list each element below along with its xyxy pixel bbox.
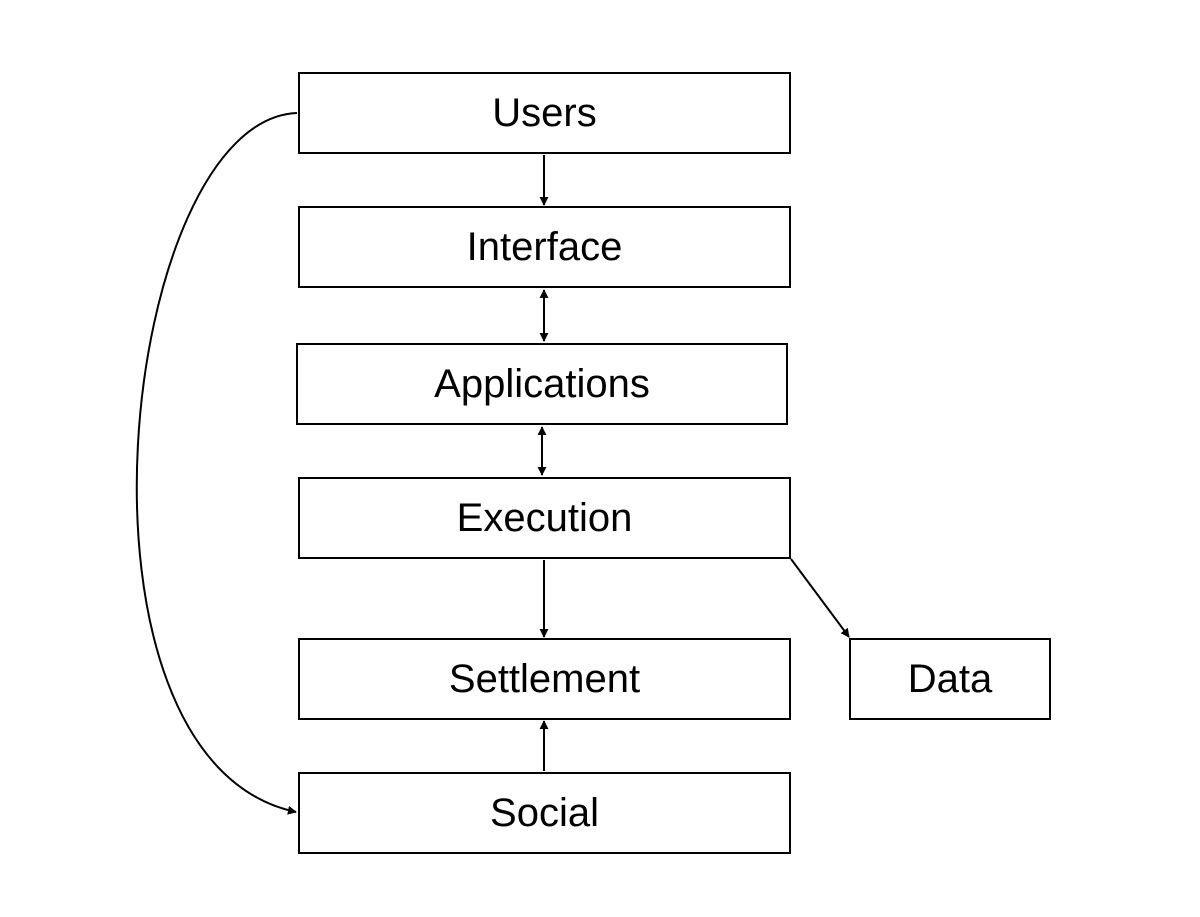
node-users: Users <box>298 72 791 154</box>
arrow-users-to-social-curve <box>135 112 298 815</box>
node-execution-label: Execution <box>456 495 633 540</box>
node-settlement-label: Settlement <box>448 656 641 701</box>
node-settlement: Settlement <box>298 638 791 720</box>
node-interface: Interface <box>298 206 791 288</box>
node-social-label: Social <box>490 790 599 835</box>
node-data: Data <box>849 638 1051 720</box>
node-applications: Applications <box>296 343 788 425</box>
node-data-label: Data <box>907 656 993 701</box>
node-applications-label: Applications <box>434 361 650 406</box>
node-users-label: Users <box>492 90 597 135</box>
node-execution: Execution <box>298 477 791 559</box>
arrow-execution-to-data <box>790 558 850 638</box>
node-social: Social <box>298 772 791 854</box>
node-interface-label: Interface <box>466 224 623 269</box>
